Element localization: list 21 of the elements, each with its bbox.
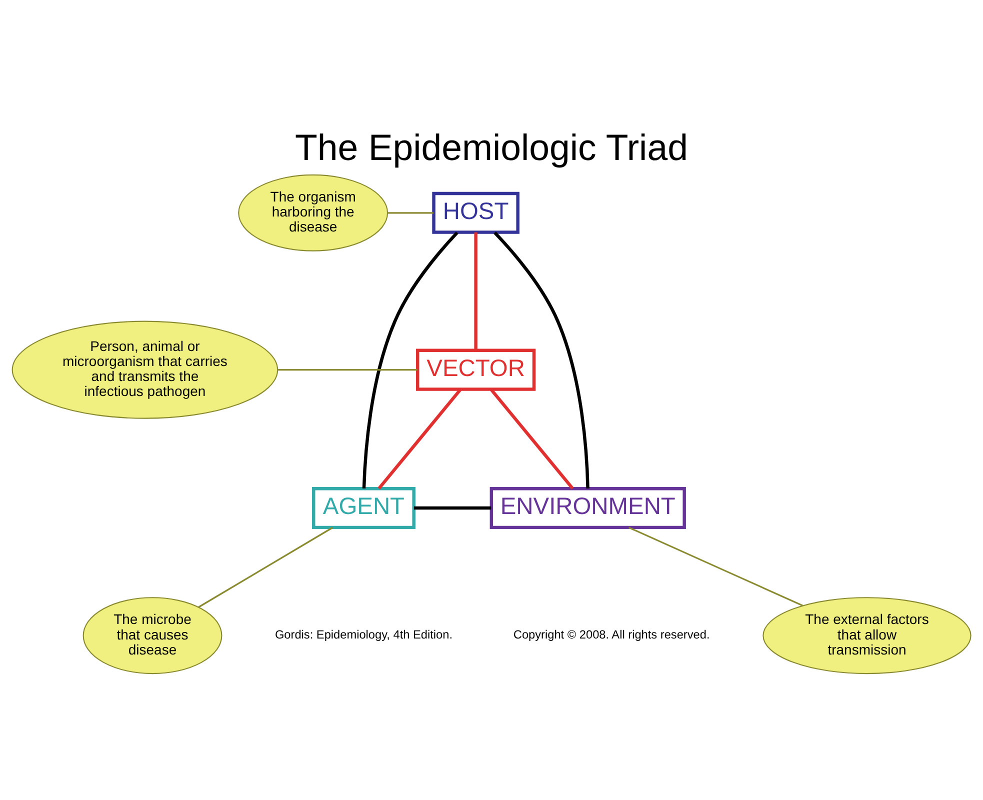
connector xyxy=(628,526,804,606)
diagram-title: The Epidemiologic Triad xyxy=(295,126,688,168)
node-box: ENVIRONMENT xyxy=(490,487,686,530)
node-ellipse: The microbe that causes disease xyxy=(82,597,222,674)
connector xyxy=(494,232,590,488)
connector xyxy=(474,232,478,350)
connector xyxy=(278,369,418,371)
connector xyxy=(490,388,574,490)
connector xyxy=(362,232,458,489)
node-ellipse: Person, animal or microorganism that carries and transmits the infectious pathogen xyxy=(12,320,278,419)
node-ellipse: The organism harboring the disease xyxy=(238,174,388,252)
node-ellipse: The external factors that allow transmission xyxy=(762,597,972,674)
label: Copyright © 2008. All rights reserved. xyxy=(513,628,710,642)
connector xyxy=(414,506,492,510)
connector xyxy=(388,212,434,214)
label: Gordis: Epidemiology, 4th Edition. xyxy=(274,628,452,642)
connector xyxy=(198,526,333,608)
connector xyxy=(378,388,462,490)
node-box: HOST xyxy=(432,192,520,234)
node-box: VECTOR xyxy=(416,348,536,391)
node-box: AGENT xyxy=(312,487,416,530)
